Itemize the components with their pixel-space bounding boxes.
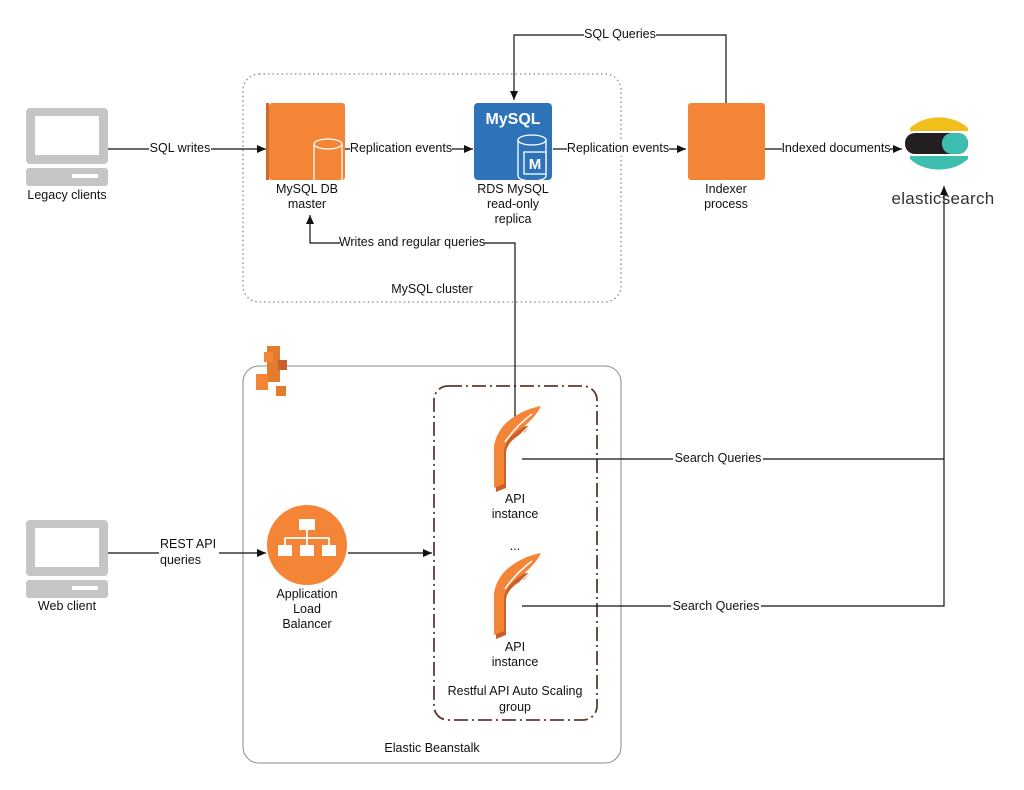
api-instance-2-icon xyxy=(494,553,541,639)
mysql-cluster-label: MySQL cluster xyxy=(391,282,473,296)
edge-label-search-queries-1: Search Queries xyxy=(675,451,762,465)
elastic-beanstalk-group xyxy=(242,365,622,764)
edge-label-replication-2: Replication events xyxy=(567,141,669,155)
autoscaling-label-line1: Restful API Auto Scaling xyxy=(448,684,583,698)
edge-label-writes-regular: Writes and regular queries xyxy=(339,235,485,249)
elastic-beanstalk-label: Elastic Beanstalk xyxy=(384,741,480,755)
rds-replica-label-line3: replica xyxy=(495,212,532,226)
web-client-label: Web client xyxy=(38,599,97,613)
api-instance-1-icon xyxy=(494,406,541,492)
rds-mysql-badge: M xyxy=(529,156,542,173)
elastic-beanstalk-icon xyxy=(256,346,287,396)
legacy-clients-label: Legacy clients xyxy=(27,188,106,202)
load-balancer-label-line1: Application xyxy=(276,587,337,601)
rds-mysql-logo-text: MySQL xyxy=(485,111,540,128)
edge-label-replication-1: Replication events xyxy=(350,141,452,155)
edge-search-queries-2 xyxy=(522,186,948,607)
autoscaling-label-line2: group xyxy=(499,700,531,714)
rds-replica-label-line1: RDS MySQL xyxy=(477,182,549,196)
web-client-computer-icon xyxy=(26,520,108,598)
edge-label-search-queries-2: Search Queries xyxy=(673,599,760,613)
mysql-master-label-line1: MySQL DB xyxy=(276,182,338,196)
indexer-process-box xyxy=(688,103,765,180)
rds-replica-label-line2: read-only xyxy=(487,197,540,211)
load-balancer-label-line3: Balancer xyxy=(282,617,331,631)
load-balancer-label-line2: Load xyxy=(293,602,321,616)
api-instance-1-label-line1: API xyxy=(505,492,525,506)
mysql-master-label-line2: master xyxy=(288,197,326,211)
edge-label-indexed-documents: Indexed documents xyxy=(781,141,890,155)
edge-sql-queries xyxy=(510,34,727,103)
elasticsearch-wordmark: elasticsearch xyxy=(891,189,994,208)
api-instance-2-label-line1: API xyxy=(505,640,525,654)
load-balancer-icon xyxy=(267,505,347,585)
mysql-master-database-icon xyxy=(266,103,345,186)
indexer-label-line2: process xyxy=(704,197,748,211)
elasticsearch-logo-icon xyxy=(905,117,968,170)
mysql-cluster-group xyxy=(242,73,622,303)
rds-mysql-icon: MySQL M xyxy=(474,103,552,182)
legacy-clients-computer-icon xyxy=(26,108,108,186)
api-instance-1-label-line2: instance xyxy=(492,507,539,521)
api-instance-2-label-line2: instance xyxy=(492,655,539,669)
edge-label-rest-api-line2: queries xyxy=(160,553,201,567)
indexer-label-line1: Indexer xyxy=(705,182,747,196)
edge-label-sql-queries: SQL Queries xyxy=(584,27,656,41)
api-ellipsis: ... xyxy=(510,539,520,553)
edge-label-rest-api-line1: REST API xyxy=(160,537,216,551)
edge-label-sql-writes: SQL writes xyxy=(150,141,211,155)
